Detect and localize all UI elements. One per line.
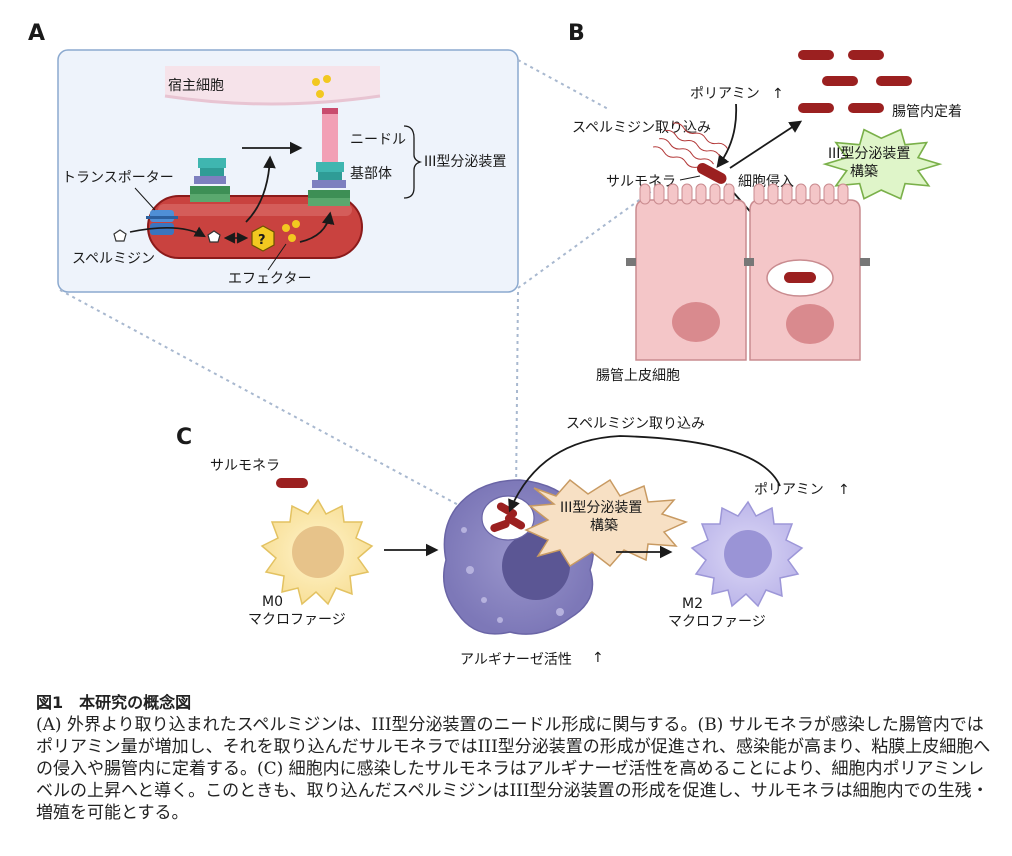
t3ss-build-b-l1: III型分泌装置 [828,146,910,162]
m2-label-l2: マクロファージ [668,614,766,630]
unknown-factor-icon [251,225,275,252]
salmonella-icon [276,478,308,488]
basal-body-label: 基部体 [350,165,392,182]
epithelium-label: 腸管上皮細胞 [596,368,680,384]
panel-b-letter: B [568,21,585,46]
figure: A 宿主細胞 トランスポーター スペルミジン ? エフェクター [28,21,962,668]
t3ss-build-burst-c [524,478,689,568]
bracket [403,125,423,199]
figure-canvas: A 宿主細胞 トランスポーター スペルミジン ? エフェクター [28,21,962,668]
host-cell-label: 宿主細胞 [168,77,224,94]
salmonella-flagellated-icon [653,122,728,184]
caption-body: (A) 外界より取り込まれたスペルミジンは、III型分泌装置のニードル形成に関与… [36,715,991,823]
t3ss-build-b-l2: 構築 [850,164,878,180]
spermidine-uptake-label-c: スペルミジン取り込み [566,416,705,432]
spermidine-molecule-icon [207,230,221,243]
spermidine-label: スペルミジン [72,251,155,267]
t3ss-build-c-l2: 構築 [590,518,618,534]
m2-macrophage [690,500,804,608]
t3ss-build-burst-b [822,128,943,200]
polyamine-label-b: ポリアミン [690,86,760,102]
effector-dot [323,75,331,83]
colonizing-bacteria [798,50,912,113]
polyamine-label-c: ポリアミン [754,482,824,498]
spermidine-uptake-label-b: スペルミジン取り込み [572,120,711,136]
epithelial-cell-right [749,183,861,361]
arginase-label: アルギナーゼ活性 [460,652,572,668]
salmonella-label-c: サルモネラ [210,458,280,474]
effector-dot [282,224,290,232]
increase-arrow: ↑ [592,650,604,666]
transporter-label: トランスポーター [62,170,174,186]
effector-dot [316,90,324,98]
t3ss-with-needle-icon [308,108,350,206]
effector-dot [312,78,320,86]
m0-label-l1: M0 [262,594,283,610]
t3ss-basal-body-icon [190,158,230,202]
t3ss-build-c-l1: III型分泌装置 [560,500,642,516]
panel-a-letter: A [28,21,45,46]
t3ss-label: III型分泌装置 [424,154,506,170]
panel-c-letter: C [176,425,192,450]
invasion-label: 細胞侵入 [738,173,794,190]
caption-title: 図1 本研究の概念図 [36,693,192,712]
colonization-label: 腸管内定着 [892,104,962,120]
transporter-icon [146,210,178,235]
spermidine-molecule-icon [113,229,127,242]
increase-arrow: ↑ [838,482,850,498]
increase-arrow: ↑ [772,86,784,102]
effector-dot [292,220,300,228]
m2-label-l1: M2 [682,596,703,612]
figure-caption: 図1 本研究の概念図 (A) 外界より取り込まれたスペルミジンは、III型分泌装… [36,692,996,824]
svg-text:?: ? [258,233,266,248]
needle-label: ニードル [350,132,406,148]
effector-label: エフェクター [228,271,311,287]
m0-macrophage [260,498,374,606]
effector-dot [288,234,296,242]
epithelial-cell-left [635,183,747,361]
m0-label-l2: マクロファージ [248,612,346,628]
